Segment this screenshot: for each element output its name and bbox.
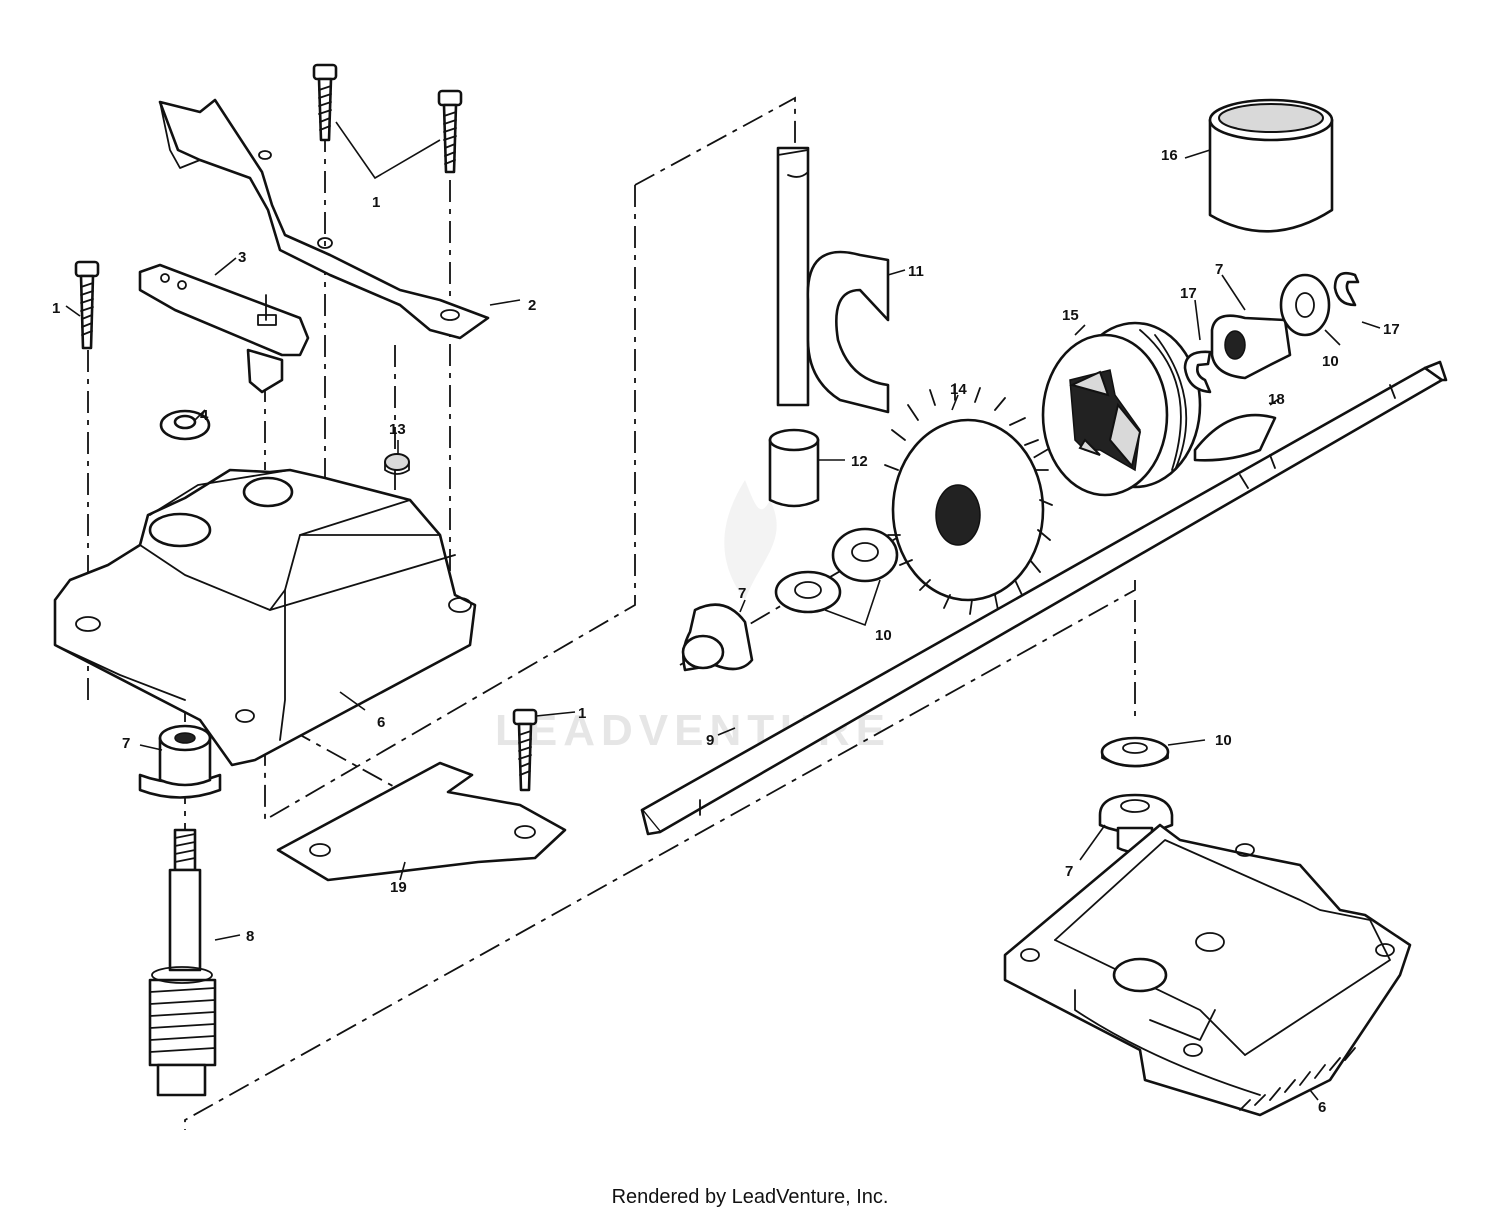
leader-1-top [335,121,441,180]
callout-1-left: 1 [52,300,60,317]
washer-part-10-middle-a [774,570,842,614]
e-clip-part-17-right [1333,271,1360,307]
key-part-18 [1193,413,1277,462]
callout-2: 2 [528,297,536,314]
washer-part-10-right-bottom [1100,736,1170,768]
footer-credit: Rendered by LeadVenture, Inc. [611,1186,889,1208]
leader-lines [65,149,1381,1101]
bracket-part-2 [158,98,490,340]
callout-10-right-bottom: 10 [1215,732,1232,749]
callouts: 1 1 1 2 3 4 6 6 7 7 7 7 8 9 10 10 10 11 … [52,147,1400,1116]
callout-16: 16 [1161,147,1178,164]
callout-10-right-top: 10 [1322,353,1339,370]
worm-shaft-part-8 [148,828,217,1097]
screw-part-1-top-b [437,89,463,174]
callout-7-right-bottom: 7 [1065,863,1073,880]
shift-fork-part-11 [776,146,890,414]
callout-10-washers: 10 [875,627,892,644]
axle-shaft-part-9 [640,360,1448,836]
callout-7-left: 7 [122,735,130,752]
callout-11: 11 [908,263,924,280]
callout-19: 19 [390,879,407,896]
callout-13: 13 [389,421,406,438]
pulley-part-15 [1041,321,1202,497]
gear-case-part-6-upper [53,468,477,767]
callout-3: 3 [238,249,246,266]
bushing-part-7-middle [681,603,754,672]
screw-part-1-left [74,260,100,350]
callout-1-bottom: 1 [578,705,586,722]
watermark-logo [724,480,777,600]
gear-case-part-6-lower [1003,823,1412,1117]
callout-9: 9 [706,732,714,749]
callout-14: 14 [950,381,967,398]
bushing-part-7-left [138,724,222,799]
callout-8: 8 [246,928,254,945]
callout-4: 4 [200,407,209,424]
callout-15: 15 [1062,307,1079,324]
screw-part-1-bottom [512,708,538,792]
parts-diagram: LEADVENTURE [52,63,1448,1130]
shift-arm-part-3 [138,263,310,394]
washer-part-10-middle-b [831,527,899,583]
callout-18: 18 [1268,391,1285,408]
callout-12: 12 [851,453,868,470]
sleeve-part-16 [1208,98,1334,233]
callout-6-upper: 6 [377,714,385,731]
callout-7-sleeve: 7 [738,585,746,602]
e-clip-part-17-left [1183,350,1212,394]
bushing-part-12 [768,428,820,508]
callout-17-right: 17 [1383,321,1400,338]
callout-7-right-top: 7 [1215,261,1223,278]
callout-17-left: 17 [1180,285,1197,302]
callout-6-lower: 6 [1318,1099,1326,1116]
screw-part-1-top-a [312,63,338,142]
helical-gear-part-14 [884,383,1053,615]
callout-1-top: 1 [372,194,380,211]
plug-part-13 [384,453,410,475]
bushing-part-7-right-top [1210,314,1292,380]
washer-part-10-right-top [1279,273,1331,337]
